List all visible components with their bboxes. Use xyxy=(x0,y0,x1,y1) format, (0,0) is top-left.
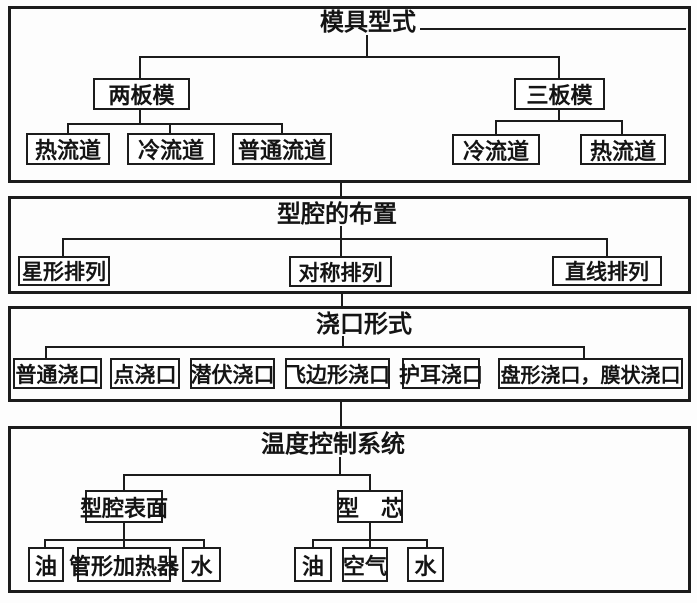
box-cold-runner-left: 冷流道 xyxy=(127,133,215,165)
connector-line xyxy=(495,120,497,134)
box-three-plate-mold: 三板模 xyxy=(514,78,605,110)
box-water-left: 水 xyxy=(182,547,221,582)
connector-line xyxy=(67,123,283,125)
connector-line xyxy=(340,226,342,238)
connector-line xyxy=(203,539,205,547)
box-disk-film-gate: 盘形浇口，膜状浇口 xyxy=(498,358,683,389)
title-side-rule xyxy=(420,28,686,30)
box-ordinary-gate: 普通浇口 xyxy=(13,358,102,389)
box-ordinary-runner: 普通流道 xyxy=(232,133,332,165)
panel-temperature-control xyxy=(8,426,691,593)
connector-line xyxy=(123,539,125,547)
connector-line xyxy=(45,346,47,360)
connector-line xyxy=(340,183,342,196)
connector-line xyxy=(312,539,314,547)
section-title-mold-type: 模具型式 xyxy=(320,9,416,36)
connector-line xyxy=(169,123,171,133)
connector-line xyxy=(62,238,608,240)
connector-line xyxy=(45,346,585,348)
box-hot-runner-left: 热流道 xyxy=(26,133,110,165)
connector-line xyxy=(44,539,46,547)
panel-mold-type xyxy=(8,6,691,183)
connector-line xyxy=(621,120,623,134)
connector-line xyxy=(369,539,371,547)
box-star-arrangement: 星形排列 xyxy=(18,256,110,286)
connector-line xyxy=(340,402,342,426)
connector-line xyxy=(139,56,141,78)
box-pin-gate: 点浇口 xyxy=(110,358,180,389)
connector-line xyxy=(339,457,341,474)
box-water-right: 水 xyxy=(407,547,444,582)
connector-line xyxy=(558,110,560,120)
box-tubular-heater: 管形加热器 xyxy=(69,547,179,582)
box-linear-arrangement: 直线排列 xyxy=(552,256,662,286)
connector-line xyxy=(583,346,585,360)
section-title-temperature-control: 温度控制系统 xyxy=(261,431,405,458)
connector-line xyxy=(139,56,560,58)
section-title-cavity-layout: 型腔的布置 xyxy=(277,201,397,228)
connector-line xyxy=(123,474,125,490)
connector-line xyxy=(426,539,428,547)
connector-line xyxy=(281,123,283,133)
connector-line xyxy=(495,120,623,122)
connector-line xyxy=(123,523,125,539)
box-tab-gate: 护耳浇口 xyxy=(399,358,483,389)
connector-line xyxy=(366,35,368,56)
box-cavity-surface: 型腔表面 xyxy=(80,490,168,523)
connector-line xyxy=(340,238,342,256)
box-cold-runner-right: 冷流道 xyxy=(452,134,540,165)
connector-line xyxy=(341,294,343,306)
box-flash-gate: 飞边形浇口 xyxy=(285,358,390,389)
connector-line xyxy=(139,110,141,123)
connector-line xyxy=(369,523,371,539)
section-title-gate-type: 浇口形式 xyxy=(316,311,412,338)
box-air: 空气 xyxy=(342,547,388,582)
connector-line xyxy=(123,474,371,476)
box-core: 型 芯 xyxy=(337,490,403,523)
connector-line xyxy=(369,474,371,490)
connector-line xyxy=(67,123,69,133)
box-oil-left: 油 xyxy=(28,547,64,582)
connector-line xyxy=(558,56,560,78)
connector-line xyxy=(62,238,64,256)
connector-line xyxy=(606,238,608,256)
box-oil-right: 油 xyxy=(294,547,332,582)
panel-cavity-layout xyxy=(8,196,691,294)
box-symmetric-arrangement: 对称排列 xyxy=(289,256,392,287)
box-two-plate-mold: 两板模 xyxy=(93,78,190,110)
panel-gate-type xyxy=(8,306,691,402)
box-hot-runner-right: 热流道 xyxy=(580,134,666,165)
box-submarine-gate: 潜伏浇口 xyxy=(190,358,275,389)
connector-line xyxy=(342,336,344,346)
